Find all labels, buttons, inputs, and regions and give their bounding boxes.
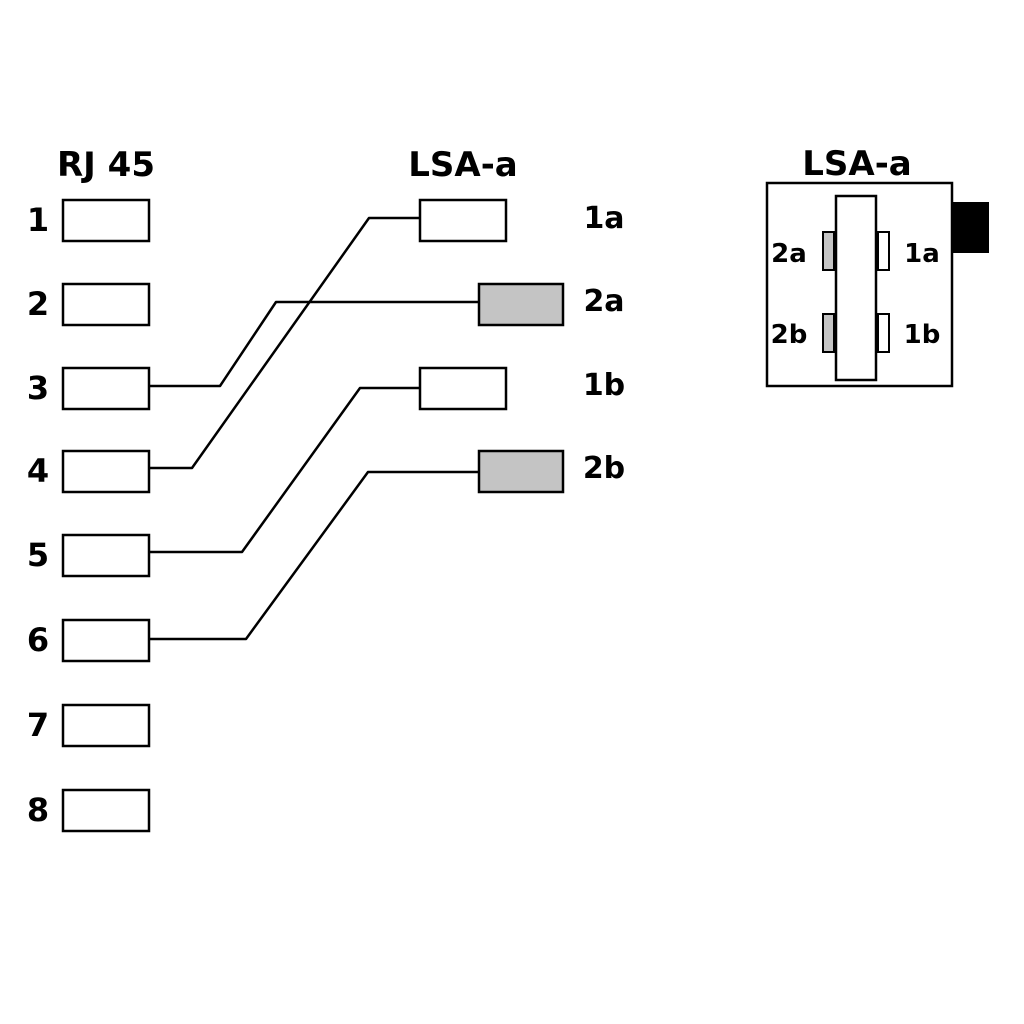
module-contact-2a [822,231,835,271]
rj45-pin-list: 1 2 3 4 5 6 7 8 [27,198,151,833]
rj45-pin-contact [61,703,151,748]
lsa-module: LSA-a 2a 2b 1a 1b [765,144,989,388]
rj45-pin-number: 1 [27,201,49,239]
rj45-pin-contact [61,533,151,578]
lsa-terminal-contact [418,198,508,243]
lsa-terminal-label: 2b [583,451,625,486]
module-label-2a: 2a [771,239,807,269]
rj45-pin-contact [61,198,151,243]
lsa-terminal-label: 1b [583,368,625,403]
rj45-pin-contact [61,366,151,411]
rj45-pin: 3 [27,366,151,411]
lsa-terminal-contact-shaded [477,449,565,494]
lsa-terminal-list: 1a 2a 1b 2b [418,198,625,494]
rj45-pin-number: 2 [27,285,49,323]
rj45-pin-contact [61,618,151,663]
module-label-2b: 2b [771,320,808,350]
rj45-pin-contact [61,449,151,494]
lsa-terminal-label: 2a [583,284,624,319]
wire-pin4-to-1a [149,216,420,470]
rj45-pin-contact [61,282,151,327]
wire-pin6-to-2b [149,470,479,641]
rj45-pin-number: 3 [27,369,49,407]
rj45-pin-number: 7 [27,706,49,744]
lsa-terminal: 1b [418,366,625,411]
rj45-pin: 5 [27,533,151,578]
module-title: LSA-a [802,144,912,184]
rj45-pin: 7 [27,703,151,748]
rj45-pin: 6 [27,618,151,663]
module-label-1b: 1b [904,320,941,350]
lsa-terminal: 2a [477,282,625,327]
rj45-pin: 4 [27,449,151,494]
rj45-pin: 8 [27,788,151,833]
wire-pin3-to-2a [149,300,479,388]
rj45-pin: 2 [27,282,151,327]
wire-pin5-to-1b [149,386,420,554]
rj45-pin-number: 6 [27,621,49,659]
lsa-terminal-contact [418,366,508,411]
lsa-terminal: 1a [418,198,625,243]
rj45-pin-number: 4 [27,452,49,490]
rj45-pin-contact [61,788,151,833]
lsa-terminal: 2b [477,449,625,494]
rj45-pin: 1 [27,198,151,243]
lsa-terminal-contact-shaded [477,282,565,327]
module-contact-1b [877,313,890,353]
rj45-pin-number: 8 [27,791,49,829]
rj45-title: RJ 45 [57,145,155,185]
rj45-pin-number: 5 [27,536,49,574]
module-center-block [834,194,878,382]
lsa-terminal-label: 1a [583,201,624,236]
lsa-title: LSA-a [408,145,518,185]
module-contact-1a [877,231,890,271]
module-label-1a: 1a [904,239,940,269]
wire-list [149,216,479,641]
module-tab [952,202,989,253]
module-contact-2b [822,313,835,353]
